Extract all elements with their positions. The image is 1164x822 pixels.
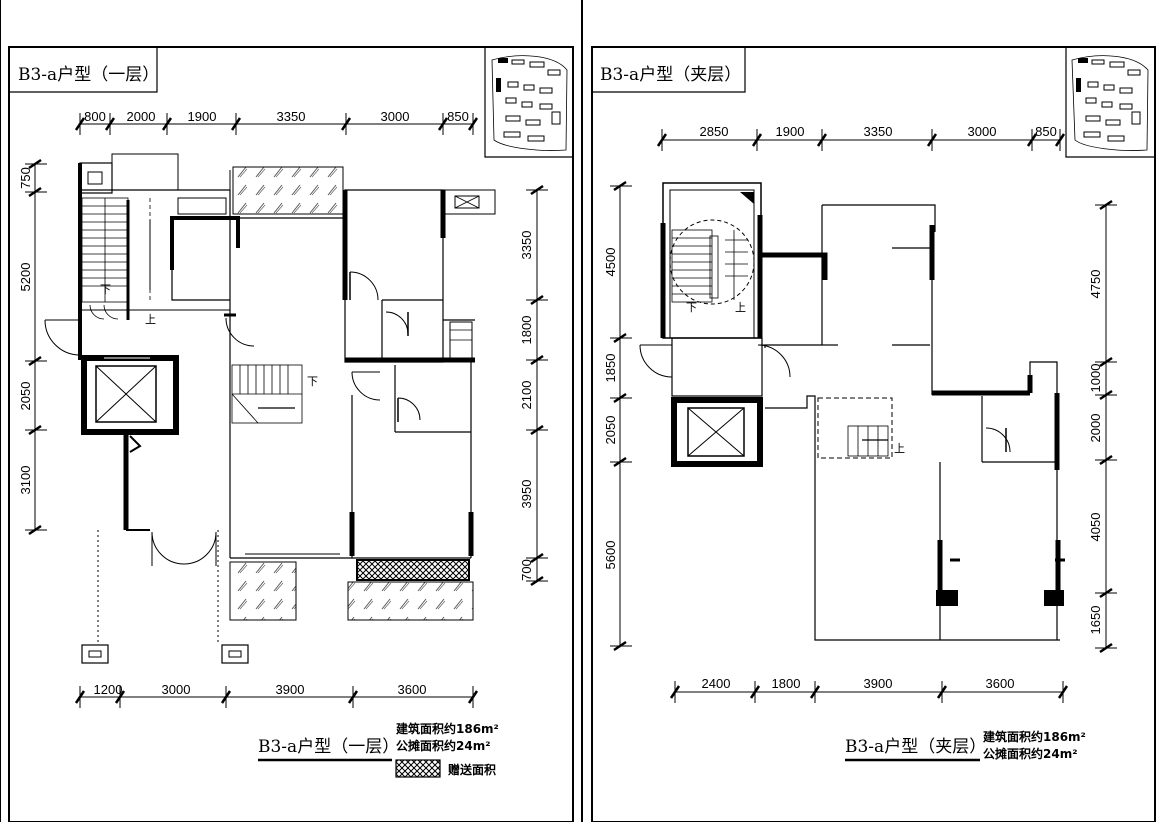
mezzanine-inner-stair	[847, 425, 889, 457]
ground-left-dimensions	[25, 158, 47, 536]
ground-top-dim-3: 1900	[188, 109, 217, 124]
legend-gift-label: 赠送面积	[448, 762, 496, 777]
ground-area-build: 建筑面积约186m²	[395, 721, 499, 736]
mezzanine-top-dim-4: 3000	[968, 124, 997, 139]
ground-title-box: B3-a户型（一层）	[9, 47, 159, 93]
ground-top-dim-4: 3350	[277, 109, 306, 124]
ground-left-dim-3: 2050	[18, 382, 33, 411]
mezzanine-top-dim-5: 850	[1035, 124, 1057, 139]
ground-stair-mark-up: 上	[145, 313, 156, 326]
mezzanine-stair	[671, 229, 748, 303]
ground-balcony-south-right	[347, 581, 474, 621]
ground-walls	[44, 153, 496, 664]
ground-left-dim-2: 5200	[18, 263, 33, 292]
ground-bottom-dim-1: 1200	[94, 682, 123, 697]
ground-top-dim-6: 850	[447, 109, 469, 124]
mezzanine-right-dim-5: 1650	[1088, 606, 1103, 635]
ground-caption-title: B3-a户型（一层）	[258, 737, 399, 757]
legend-gift-swatch	[395, 759, 441, 778]
ground-top-dim-1: 800	[84, 109, 106, 124]
mezzanine-top-dimensions	[656, 129, 1066, 151]
mezzanine-bottom-dim-1: 2400	[702, 676, 731, 691]
ground-top-dimensions	[74, 113, 479, 135]
mezzanine-right-dim-4: 4050	[1088, 513, 1103, 542]
mezzanine-walls	[639, 182, 1065, 641]
mezzanine-top-dim-1: 2850	[700, 124, 729, 139]
ground-top-dim-5: 3000	[381, 109, 410, 124]
ground-stair-1	[81, 197, 151, 303]
ground-right-dim-5: 700	[519, 559, 534, 581]
mezzanine-frame	[591, 46, 1156, 822]
mezzanine-key-plan	[1065, 47, 1155, 158]
ground-title: B3-a户型（一层）	[18, 65, 159, 85]
ground-frame	[8, 46, 574, 822]
mezzanine-left-dim-3: 2050	[603, 416, 618, 445]
mezzanine-left-dim-4: 5600	[603, 541, 618, 570]
mezzanine-stair-mark-up-2: 上	[894, 442, 905, 455]
mezzanine-caption-title: B3-a户型（夹层）	[845, 737, 986, 757]
ground-balcony-north	[232, 166, 344, 215]
ground-stair-2	[231, 364, 303, 424]
mezzanine-caption: B3-a户型（夹层） 建筑面积约186m² 公摊面积约24m²	[845, 729, 1086, 762]
ground-key-plan	[484, 47, 573, 158]
mezzanine-stair-mark-up: 上	[735, 301, 746, 314]
mezzanine-title: B3-a户型（夹层）	[600, 65, 741, 85]
ground-top-dim-2: 2000	[127, 109, 156, 124]
ground-area-shared: 公摊面积约24m²	[396, 738, 490, 753]
ground-bottom-dim-4: 3600	[398, 682, 427, 697]
mezzanine-right-dimensions	[1095, 199, 1117, 654]
mezzanine-left-dim-2: 1850	[603, 354, 618, 383]
ground-bottom-dimensions	[74, 686, 479, 708]
mezzanine-top-dim-2: 1900	[776, 124, 805, 139]
mezzanine-bottom-dim-3: 3900	[864, 676, 893, 691]
mezzanine-right-dim-1: 4750	[1088, 270, 1103, 299]
ground-caption: B3-a户型（一层） 建筑面积约186m² 公摊面积约24m² 赠送面积	[258, 721, 499, 778]
ground-right-dim-3: 2100	[519, 381, 534, 410]
ground-bottom-dim-2: 3000	[162, 682, 191, 697]
ground-bottom-dim-3: 3900	[276, 682, 305, 697]
mezzanine-title-box: B3-a户型（夹层）	[592, 47, 746, 93]
ground-left-dim-1: 750	[18, 167, 33, 189]
ground-right-dim-2: 1800	[519, 316, 534, 345]
mezzanine-bottom-dimensions	[669, 681, 1069, 703]
mezzanine-right-dim-2: 1000	[1088, 364, 1103, 393]
mezzanine-left-dim-1: 4500	[603, 248, 618, 277]
ground-stair-mark-down-2: 下	[307, 375, 318, 388]
ground-floor-panel: B3-a户型（一层） 800 2000 1900 3350 3	[8, 46, 574, 822]
mezzanine-bottom-dim-2: 1800	[772, 676, 801, 691]
ground-right-dim-1: 3350	[519, 231, 534, 260]
mezzanine-area-shared: 公摊面积约24m²	[983, 746, 1077, 761]
mezzanine-top-dim-3: 3350	[864, 124, 893, 139]
mezzanine-right-dim-3: 2000	[1088, 414, 1103, 443]
mezzanine-stair-mark-down: 下	[686, 301, 697, 314]
mezzanine-bottom-dim-4: 3600	[986, 676, 1015, 691]
mezzanine-panel: B3-a户型（夹层） 2850 1900 3350 3000 850	[591, 46, 1156, 822]
ground-right-dimensions	[526, 184, 548, 587]
mezzanine-left-dimensions	[610, 180, 632, 652]
mezzanine-area-build: 建筑面积约186m²	[982, 729, 1086, 744]
ground-gift-area	[356, 559, 470, 581]
ground-stair-mark-down: 下	[100, 283, 111, 296]
ground-balcony-south-left	[229, 561, 297, 621]
ground-left-dim-4: 3100	[18, 466, 33, 495]
ground-right-dim-4: 3950	[519, 480, 534, 509]
